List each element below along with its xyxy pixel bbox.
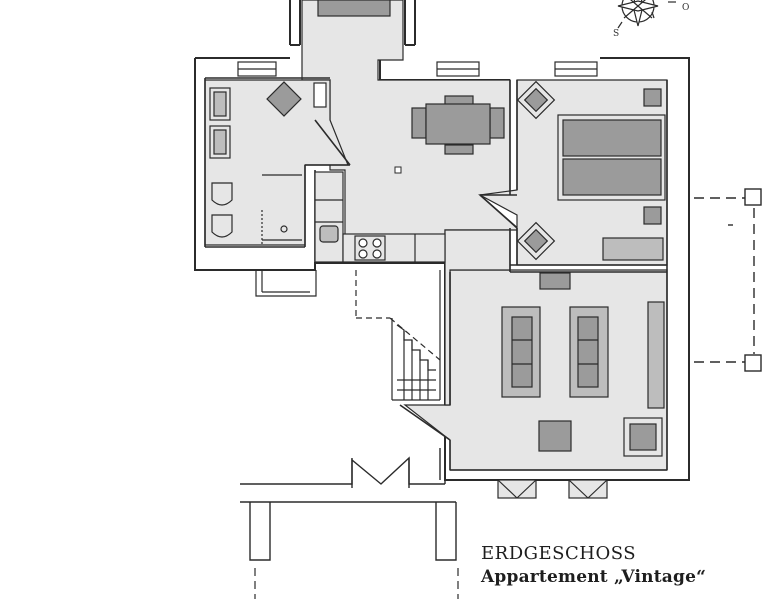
nightstand-bottom	[643, 206, 662, 225]
bathroom-cabinet	[266, 81, 302, 117]
bathroom-fixtures	[209, 81, 327, 245]
floor-title: ERDGESCHOSS	[481, 543, 637, 564]
entrance-doors	[240, 448, 457, 561]
coffee-table	[538, 420, 572, 452]
terrace-post-top	[744, 188, 762, 206]
bathroom-balcony	[255, 270, 317, 297]
staircase	[355, 270, 441, 401]
kitchen-counter-vertical	[314, 171, 344, 263]
dining-table	[411, 95, 505, 155]
living-room-furniture	[501, 272, 665, 457]
nightstand-top	[643, 88, 662, 107]
kitchen	[314, 171, 446, 263]
terrace-outline	[694, 188, 762, 372]
compass-east-label: O	[682, 3, 689, 13]
kitchen-sink	[319, 225, 339, 243]
ceiling-light	[394, 166, 402, 174]
compass-south-label: S	[613, 29, 619, 39]
toilet-1	[211, 182, 233, 206]
living-room-windows	[497, 479, 608, 499]
sideboard	[539, 272, 571, 290]
terrace-post-bottom	[744, 354, 762, 372]
bedroom-furniture	[516, 80, 666, 261]
tv-bench	[647, 301, 665, 409]
windows-top	[237, 61, 598, 77]
toilet-2	[211, 214, 233, 238]
shower-drain	[280, 225, 288, 233]
compass-rose: S O	[613, 0, 689, 39]
plan-caption: ERDGESCHOSS Appartement „Vintage“	[481, 545, 706, 586]
bedroom-dresser	[602, 237, 664, 261]
corridor-top-element	[317, 0, 391, 17]
apartment-title: Appartement „Vintage“	[481, 567, 707, 587]
lower-dashed-lines	[254, 568, 459, 599]
